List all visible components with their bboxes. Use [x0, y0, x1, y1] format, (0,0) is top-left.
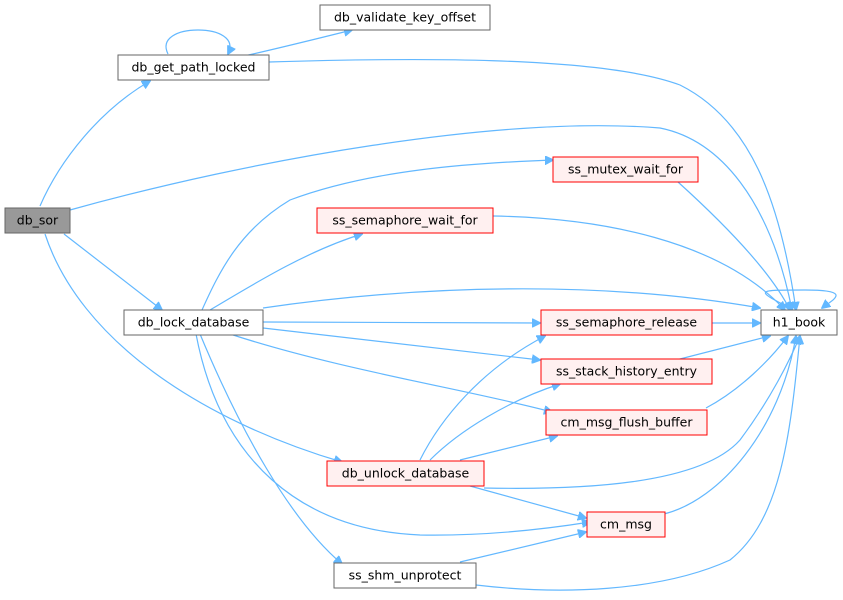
edge-cm_msg_flush_buffer-h1_book [705, 336, 788, 409]
edge-db_sor-db_get_path_locked [39, 81, 150, 207]
node-label-db_unlock_database: db_unlock_database [342, 466, 470, 481]
node-label-ss_shm_unprotect: ss_shm_unprotect [349, 568, 462, 583]
node-db_validate_key_offset[interactable]: db_validate_key_offset [319, 4, 491, 31]
edge-db_unlock_database-ss_stack_history_entry [429, 384, 560, 461]
edge-ss_shm_unprotect-h1_book [475, 336, 800, 591]
node-cm_msg[interactable]: cm_msg [586, 511, 666, 538]
node-label-ss_mutex_wait_for: ss_mutex_wait_for [568, 162, 684, 177]
node-label-db_get_path_locked: db_get_path_locked [132, 60, 256, 75]
node-label-cm_msg_flush_buffer: cm_msg_flush_buffer [561, 415, 694, 430]
node-ss_semaphore_release[interactable]: ss_semaphore_release [540, 309, 713, 336]
edge-db_unlock_database-ss_semaphore_release [419, 336, 545, 461]
edge-db_lock_database-ss_semaphore_wait_for [209, 234, 362, 311]
node-label-db_validate_key_offset: db_validate_key_offset [334, 10, 476, 25]
node-label-db_sor: db_sor [17, 213, 59, 228]
edge-db_lock_database-ss_mutex_wait_for [201, 160, 553, 311]
edge-db_lock_database-h1_book [262, 288, 760, 308]
node-ss_mutex_wait_for[interactable]: ss_mutex_wait_for [552, 156, 699, 183]
node-label-ss_semaphore_release: ss_semaphore_release [556, 315, 698, 330]
edge-db_unlock_database-h1_book [483, 336, 800, 489]
edge-db_get_path_locked-self [165, 29, 230, 54]
edge-db_sor-db_lock_database [63, 233, 162, 310]
edge-h1_book-self [765, 289, 837, 308]
node-cm_msg_flush_buffer[interactable]: cm_msg_flush_buffer [545, 409, 708, 436]
nodes: db_sor db_validate_key_offset db_get_pat… [4, 4, 838, 589]
node-db_get_path_locked[interactable]: db_get_path_locked [117, 54, 270, 81]
edge-db_get_path_locked-db_validate_key_offset [243, 30, 352, 57]
node-label-ss_stack_history_entry: ss_stack_history_entry [556, 364, 698, 379]
edge-ss_stack_history_entry-h1_book [675, 336, 770, 361]
edge-db_lock_database-cm_msg [195, 333, 590, 536]
edge-db_sor-h1_book [69, 125, 792, 310]
edges [39, 29, 837, 591]
edge-cm_msg-h1_book [663, 336, 796, 515]
node-db_unlock_database[interactable]: db_unlock_database [326, 460, 485, 487]
edge-db_lock_database-ss_semaphore_release [262, 322, 540, 323]
node-label-db_lock_database: db_lock_database [138, 315, 250, 330]
edge-db_lock_database-cm_msg_flush_buffer [229, 333, 552, 412]
edge-db_sor-db_unlock_database [44, 233, 342, 462]
node-h1_book[interactable]: h1_book [760, 309, 838, 336]
node-db_lock_database[interactable]: db_lock_database [123, 309, 264, 336]
node-ss_semaphore_wait_for[interactable]: ss_semaphore_wait_for [316, 207, 494, 234]
edge-ss_semaphore_wait_for-h1_book [492, 215, 785, 310]
node-label-ss_semaphore_wait_for: ss_semaphore_wait_for [332, 213, 478, 228]
edge-db_lock_database-ss_stack_history_entry [262, 327, 540, 360]
node-ss_stack_history_entry[interactable]: ss_stack_history_entry [540, 358, 713, 385]
edge-db_lock_database-ss_shm_unprotect [199, 333, 342, 564]
edge-db_unlock_database-cm_msg [469, 485, 586, 518]
node-db_sor[interactable]: db_sor [4, 207, 71, 234]
edge-ss_mutex_wait_for-h1_book [677, 181, 790, 310]
edge-ss_shm_unprotect-cm_msg [459, 532, 586, 563]
edge-db_get_path_locked-h1_book [268, 58, 796, 310]
node-ss_shm_unprotect[interactable]: ss_shm_unprotect [333, 562, 477, 589]
node-label-cm_msg: cm_msg [600, 517, 652, 532]
edge-db_unlock_database-cm_msg_flush_buffer [459, 436, 557, 461]
node-label-h1_book: h1_book [773, 315, 826, 330]
